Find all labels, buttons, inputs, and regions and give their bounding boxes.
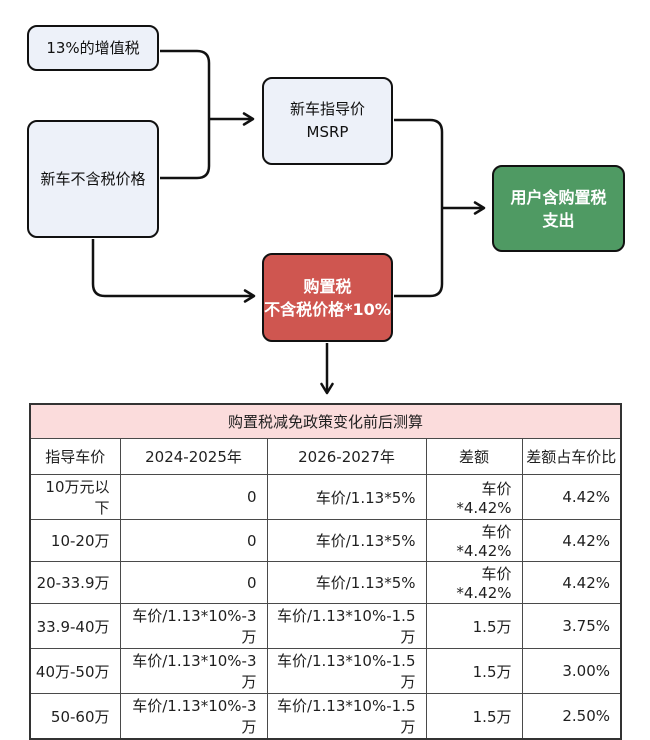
msrp-node-line2: MSRP — [306, 123, 349, 141]
col-header-2026-2027: 2026-2027年 — [266, 438, 427, 475]
col-header-2024-2025: 2024-2025年 — [119, 438, 268, 475]
cell-difference: 车价*4.42% — [425, 474, 523, 520]
user-cost-node-line1: 用户含购置税 — [510, 187, 607, 207]
purchase-tax-node-line2: 不含税价格*10% — [264, 299, 391, 319]
cell-2026-2027: 车价/1.13*10%-1.5万 — [266, 603, 427, 649]
arrow-tax-to-cost — [394, 208, 444, 298]
cell-difference: 车价*4.42% — [425, 519, 523, 562]
cell-2026-2027: 车价/1.13*5% — [266, 561, 427, 604]
cell-price: 10万元以下 — [29, 474, 121, 520]
table-title-row: 购置税减免政策变化前后测算 — [29, 403, 622, 439]
arrow-pretax-to-tax — [91, 239, 256, 303]
cell-2026-2027: 车价/1.13*5% — [266, 474, 427, 520]
user-cost-node: 用户含购置税 支出 — [492, 165, 625, 252]
cell-2026-2027: 车价/1.13*10%-1.5万 — [266, 693, 427, 740]
cell-2024-2025: 车价/1.13*10%-3万 — [119, 603, 268, 649]
cell-ratio: 4.42% — [521, 474, 622, 520]
connector-arrows — [91, 49, 486, 395]
table-row: 10万元以下 0 车价/1.13*5% 车价*4.42% 4.42% — [29, 474, 622, 520]
cell-ratio: 4.42% — [521, 519, 622, 562]
arrow-msrp-to-cost — [394, 118, 444, 208]
table-row: 40万-50万 车价/1.13*10%-3万 车价/1.13*10%-1.5万 … — [29, 648, 622, 694]
table-header-row: 指导车价 2024-2025年 2026-2027年 差额 差额占车价比 — [29, 438, 622, 475]
cell-price: 40万-50万 — [29, 648, 121, 694]
msrp-node-line1: 新车指导价 — [289, 100, 365, 118]
table-row: 50-60万 车价/1.13*10%-3万 车价/1.13*10%-1.5万 1… — [29, 693, 622, 740]
col-header-difference: 差额 — [425, 438, 523, 475]
table-row: 10-20万 0 车价/1.13*5% 车价*4.42% 4.42% — [29, 519, 622, 562]
purchase-tax-node-line1: 购置税 — [303, 276, 352, 296]
cell-price: 50-60万 — [29, 693, 121, 740]
tax-policy-table: 购置税减免政策变化前后测算 指导车价 2024-2025年 2026-2027年… — [29, 403, 623, 740]
cell-2024-2025: 0 — [119, 474, 268, 520]
table-row: 33.9-40万 车价/1.13*10%-3万 车价/1.13*10%-1.5万… — [29, 603, 622, 649]
cell-price: 33.9-40万 — [29, 603, 121, 649]
cell-ratio: 3.75% — [521, 603, 622, 649]
cell-ratio: 3.00% — [521, 648, 622, 694]
pretax-price-node-label: 新车不含税价格 — [40, 169, 146, 188]
cell-price: 20-33.9万 — [29, 561, 121, 604]
vat-node-label: 13%的增值税 — [46, 38, 140, 57]
cell-2024-2025: 车价/1.13*10%-3万 — [119, 693, 268, 740]
purchase-tax-diagram: 13%的增值税 新车不含税价格 新车指导价 MSRP 购置税 不含税价格*10%… — [27, 25, 625, 740]
arrow-pretax-to-msrp — [160, 119, 211, 180]
cell-2024-2025: 0 — [119, 519, 268, 562]
cell-difference: 1.5万 — [425, 603, 523, 649]
cell-2024-2025: 车价/1.13*10%-3万 — [119, 648, 268, 694]
col-header-ratio: 差额占车价比 — [521, 438, 622, 475]
tax-policy-table-wrap: 购置税减免政策变化前后测算 指导车价 2024-2025年 2026-2027年… — [29, 403, 623, 740]
cell-ratio: 2.50% — [521, 693, 622, 740]
msrp-node: 新车指导价 MSRP — [262, 77, 393, 165]
user-cost-node-line2: 支出 — [542, 210, 575, 230]
cell-difference: 车价*4.42% — [425, 561, 523, 604]
arrow-vat-to-msrp — [160, 49, 211, 119]
purchase-tax-node: 购置税 不含税价格*10% — [262, 253, 393, 342]
cell-difference: 1.5万 — [425, 648, 523, 694]
table-row: 20-33.9万 0 车价/1.13*5% 车价*4.42% 4.42% — [29, 561, 622, 604]
table-title: 购置税减免政策变化前后测算 — [29, 403, 622, 439]
cell-difference: 1.5万 — [425, 693, 523, 740]
cell-ratio: 4.42% — [521, 561, 622, 604]
cell-price: 10-20万 — [29, 519, 121, 562]
pretax-price-node: 新车不含税价格 — [27, 120, 159, 238]
vat-node: 13%的增值税 — [27, 25, 159, 71]
cell-2024-2025: 0 — [119, 561, 268, 604]
cell-2026-2027: 车价/1.13*5% — [266, 519, 427, 562]
cell-2026-2027: 车价/1.13*10%-1.5万 — [266, 648, 427, 694]
col-header-price: 指导车价 — [29, 438, 121, 475]
